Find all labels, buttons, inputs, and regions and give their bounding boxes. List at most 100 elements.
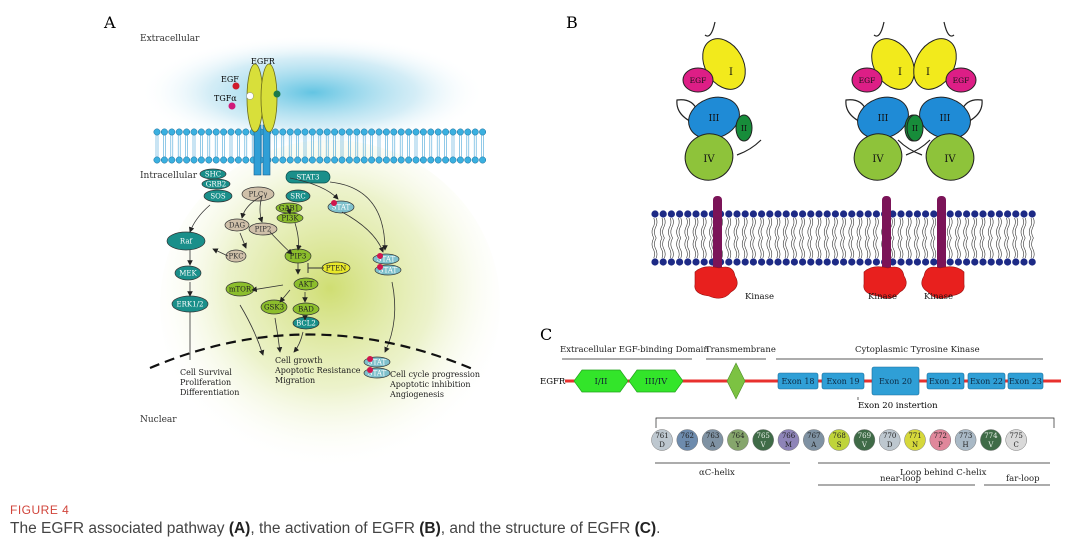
lipid-head bbox=[308, 156, 316, 164]
node-mek: MEK bbox=[174, 265, 202, 281]
lipid-head bbox=[308, 128, 316, 136]
lipid-head bbox=[1012, 210, 1020, 218]
residue-number: 766 bbox=[782, 432, 796, 440]
lipid-head bbox=[954, 258, 963, 266]
exon-19: Exon 19 bbox=[821, 372, 865, 390]
figure-label: FIGURE 4 bbox=[10, 503, 70, 517]
node-pip2: PIP2 bbox=[248, 222, 278, 236]
residue-number: 763 bbox=[706, 432, 719, 440]
exon-label: Exon 18 bbox=[781, 377, 814, 386]
membrane-bilayer bbox=[651, 210, 1036, 266]
node-erk: ERK1/2 bbox=[171, 295, 209, 313]
lipid-head bbox=[316, 128, 324, 136]
lipid-head bbox=[345, 156, 353, 164]
lipid-head bbox=[153, 128, 161, 136]
lipid-head bbox=[412, 156, 420, 164]
residue-number: 761 bbox=[655, 432, 668, 440]
lipid-head bbox=[205, 156, 213, 164]
lipid-head bbox=[390, 128, 398, 136]
phosphate-dot bbox=[331, 200, 337, 206]
lipid-head bbox=[279, 156, 287, 164]
lipid-head bbox=[823, 258, 831, 266]
receptor-monomer-kinase-label: Kinase bbox=[745, 292, 774, 302]
residue-aa: S bbox=[837, 441, 842, 449]
lipid-head bbox=[449, 128, 457, 136]
lipid-head bbox=[684, 258, 692, 266]
structure-brackets bbox=[655, 462, 1050, 486]
panel-c: C Extracellular EGF-binding Domain Trans… bbox=[540, 325, 1061, 486]
node-akt: AKT bbox=[293, 277, 319, 291]
node-src1-label: SRC bbox=[290, 193, 305, 201]
lipid-head bbox=[807, 258, 815, 266]
node-pkc: PKC bbox=[225, 249, 247, 263]
receptor-monomer-domain-ii: II bbox=[741, 124, 747, 133]
node-pip3-label: PIP3 bbox=[290, 253, 307, 261]
lipid-head bbox=[353, 128, 361, 136]
phosphate-dot bbox=[377, 264, 383, 270]
lipid-head bbox=[427, 156, 435, 164]
lipid-head bbox=[382, 128, 390, 136]
node-gsk3: GSK3 bbox=[260, 299, 288, 315]
egfr-gene-label: EGFR bbox=[540, 377, 566, 387]
lipid-head bbox=[197, 128, 205, 136]
lipid-head bbox=[434, 156, 442, 164]
lipid-head bbox=[375, 156, 383, 164]
node-gsk3-label: GSK3 bbox=[264, 304, 284, 312]
node-pten-label: PTEN bbox=[326, 265, 347, 273]
lipid-head bbox=[741, 210, 749, 218]
lipid-head bbox=[766, 210, 774, 218]
lipid-head bbox=[856, 210, 864, 218]
node-stat_b: STAT bbox=[372, 253, 400, 265]
outcome-cell-growth: Cell growth bbox=[275, 356, 323, 365]
lipid-head bbox=[799, 210, 807, 218]
lipid-head bbox=[692, 258, 700, 266]
node-mtor: mTOR bbox=[225, 281, 255, 297]
outcome-apoptotic-inhibition: Apoptotic inhibition bbox=[389, 380, 471, 389]
lipid-head bbox=[864, 258, 872, 266]
receptor-dimer-left-egf-label: EGF bbox=[859, 76, 876, 85]
node-shc-label: SHC bbox=[205, 171, 221, 179]
residue-aa: A bbox=[810, 441, 817, 449]
lipid-head bbox=[905, 210, 913, 218]
phosphate-dot bbox=[377, 253, 383, 259]
lipid-head bbox=[323, 156, 331, 164]
lipid-head bbox=[856, 258, 864, 266]
residue-number: 775 bbox=[1010, 432, 1023, 440]
lipid-head bbox=[790, 258, 799, 266]
node-grb2-label: GRB2 bbox=[206, 181, 226, 189]
lipid-head bbox=[1004, 258, 1012, 266]
lipid-head bbox=[840, 210, 848, 218]
lipid-head bbox=[160, 128, 168, 136]
lipid-head bbox=[840, 258, 848, 266]
lipid-head bbox=[397, 128, 405, 136]
receptor-dimer-left-domain-iv: IV bbox=[872, 154, 884, 165]
lipid-head bbox=[183, 156, 191, 164]
lipid-head bbox=[242, 156, 250, 164]
node-bcl2-label: BCL2 bbox=[296, 320, 316, 328]
node-stat_d-label: STAT bbox=[368, 359, 387, 367]
lipid-head bbox=[872, 210, 881, 218]
residue-number: 765 bbox=[757, 432, 770, 440]
lipid-head bbox=[205, 128, 213, 136]
residue-number: 762 bbox=[681, 432, 694, 440]
lipid-head bbox=[368, 128, 376, 136]
residue-aa: Y bbox=[735, 441, 741, 449]
nuclear-envelope bbox=[149, 333, 476, 372]
residue-number: 771 bbox=[908, 432, 921, 440]
region-extracellular-label: Extracellular EGF-binding Domain bbox=[560, 345, 709, 355]
node-grb2: GRB2 bbox=[201, 178, 231, 190]
domain-iii-iv: III/IV bbox=[628, 369, 684, 393]
lipid-head bbox=[382, 156, 390, 164]
panel-a: A Extracellular Intracellular Nuclear EG… bbox=[103, 13, 500, 470]
lipid-head bbox=[1012, 258, 1020, 266]
lipid-head bbox=[442, 128, 450, 136]
lipid-head bbox=[434, 128, 442, 136]
lipid-head bbox=[971, 258, 979, 266]
residue-aa: V bbox=[987, 441, 994, 449]
node-mtor-label: mTOR bbox=[229, 286, 252, 294]
lipid-head bbox=[651, 258, 659, 266]
lipid-head bbox=[301, 128, 309, 136]
